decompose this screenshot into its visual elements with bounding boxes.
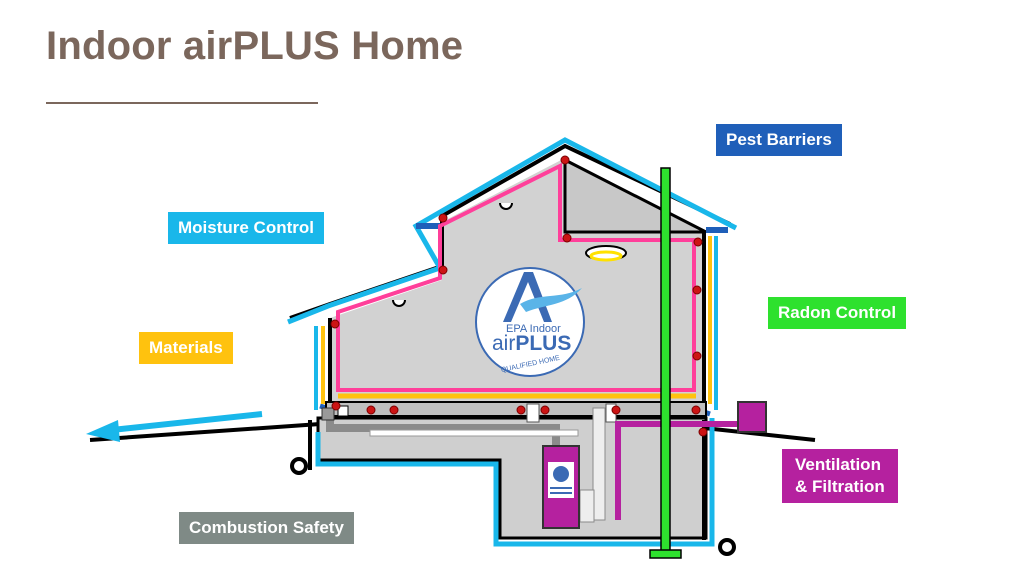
seal-point bbox=[366, 405, 376, 415]
seal-point bbox=[438, 213, 448, 223]
seal-points bbox=[330, 155, 708, 437]
seal-point bbox=[698, 427, 708, 437]
logo-circle bbox=[475, 267, 585, 377]
logo-air: air bbox=[492, 332, 515, 355]
light-fixture-icon bbox=[392, 299, 406, 307]
logo-plus: PLUS bbox=[515, 332, 571, 355]
radon-vent-pipe bbox=[660, 167, 671, 557]
ground-line-left bbox=[89, 422, 321, 442]
logo-swoosh-icon bbox=[520, 288, 582, 312]
combustion-safety-label: Combustion Safety bbox=[179, 512, 354, 545]
seal-point bbox=[562, 233, 572, 243]
materials-label: Materials bbox=[139, 332, 233, 365]
floor-deck bbox=[325, 401, 707, 417]
radon-control-label: Radon Control bbox=[768, 297, 907, 330]
floor-vent bbox=[526, 403, 540, 423]
ventilation-intake-box bbox=[737, 401, 767, 433]
page-title: Indoor airPLUS Home bbox=[46, 24, 464, 68]
ventilation-filtration-label: Ventilation & Filtration bbox=[782, 449, 898, 504]
foundation-moisture-barrier bbox=[315, 418, 715, 547]
title-underline bbox=[46, 102, 318, 104]
drain-tile-right-icon bbox=[718, 538, 736, 556]
joist bbox=[337, 405, 349, 417]
seal-point bbox=[611, 405, 621, 415]
seal-point bbox=[330, 319, 340, 329]
seal-point bbox=[560, 155, 570, 165]
epa-indoor-airplus-logo: EPA Indoor airPLUS QUALIFIED HOME bbox=[475, 267, 585, 377]
radon-pipe-base bbox=[649, 549, 682, 559]
ground-line-right bbox=[703, 426, 816, 442]
moisture-control-label: Moisture Control bbox=[168, 212, 324, 245]
air-barrier bbox=[336, 162, 696, 392]
flue-pipe-1 bbox=[592, 407, 606, 521]
seal-point bbox=[331, 401, 341, 411]
ventilation-label-line2: & Filtration bbox=[795, 477, 885, 497]
flue-pipe-2 bbox=[579, 489, 595, 523]
logo-line1: EPA Indoor bbox=[506, 323, 561, 335]
seal-point bbox=[389, 405, 399, 415]
roof-moisture-barrier bbox=[287, 137, 738, 325]
attic bbox=[563, 157, 707, 234]
exhaust-fan-ring bbox=[589, 250, 623, 262]
seal-point bbox=[691, 405, 701, 415]
pest-barriers-label: Pest Barriers bbox=[716, 124, 842, 157]
duct-register bbox=[321, 407, 335, 421]
seal-point bbox=[516, 405, 526, 415]
light-fixture-icon bbox=[499, 202, 513, 210]
moisture-arrow-head bbox=[86, 420, 120, 442]
moisture-drainage-arrow bbox=[111, 411, 263, 433]
seal-point bbox=[540, 405, 550, 415]
furnace-logo-icon bbox=[553, 466, 569, 482]
drain-tile-left-icon bbox=[290, 457, 308, 475]
logo-a-mark-icon bbox=[503, 272, 552, 322]
seal-point bbox=[692, 285, 702, 295]
return-duct bbox=[369, 429, 579, 437]
ventilation-label-line1: Ventilation bbox=[795, 455, 881, 474]
svg-text:airPLUS: airPLUS bbox=[492, 332, 571, 355]
seal-point bbox=[693, 237, 703, 247]
seal-point bbox=[692, 351, 702, 361]
seal-point bbox=[438, 265, 448, 275]
